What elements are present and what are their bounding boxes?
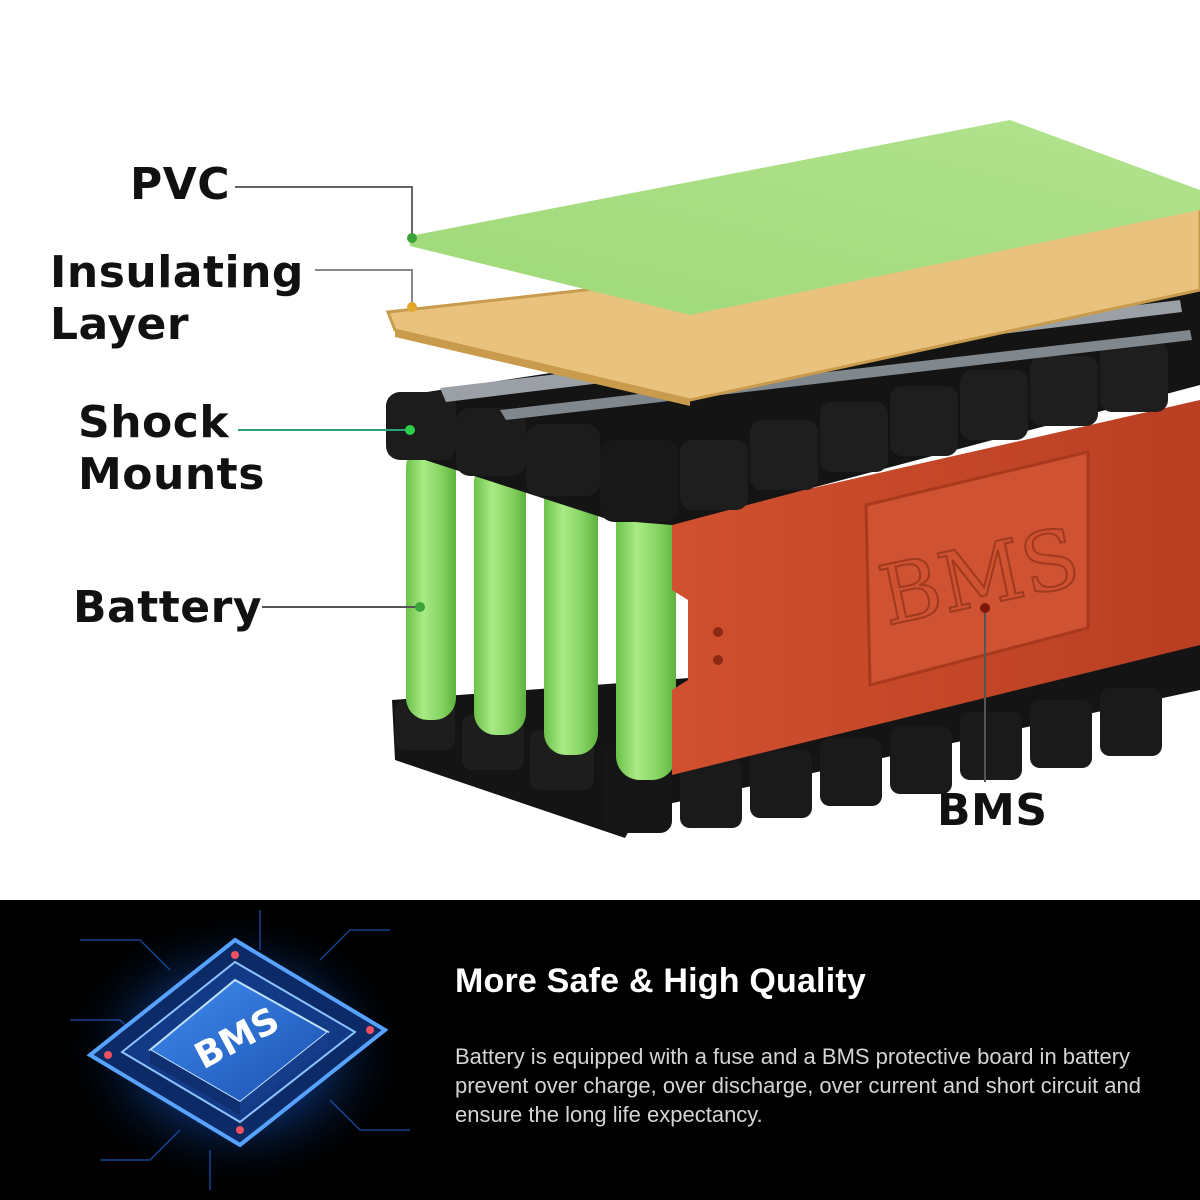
callout-shock-mounts: Shock Mounts bbox=[78, 397, 265, 501]
cell-2 bbox=[474, 460, 526, 735]
battery-pack-diagram: BMS bbox=[235, 120, 1200, 838]
callout-battery-text: Battery bbox=[73, 582, 263, 633]
callout-insulating-line1: Insulating bbox=[50, 247, 304, 298]
cell-1 bbox=[406, 445, 456, 720]
callout-insulating-line2: Layer bbox=[50, 299, 190, 351]
pvc-leader bbox=[235, 186, 413, 237]
cell-4 bbox=[616, 490, 676, 780]
info-title: More Safe & High Quality bbox=[455, 962, 866, 1000]
pvc-layer bbox=[410, 120, 1200, 315]
leader-lines bbox=[235, 186, 990, 782]
callout-shock-line2: Mounts bbox=[78, 449, 265, 501]
callout-pvc-text: PVC bbox=[130, 159, 231, 210]
callout-pvc: PVC bbox=[130, 159, 231, 210]
callout-bms-text: BMS bbox=[937, 785, 1048, 836]
battery-cells bbox=[406, 445, 676, 780]
callout-insulating-layer: Insulating Layer bbox=[50, 247, 304, 351]
cell-3 bbox=[544, 475, 598, 755]
info-body: Battery is equipped with a fuse and a BM… bbox=[455, 1044, 1142, 1127]
info-panel: BMS More Safe & High Quality Battery is … bbox=[0, 900, 1200, 1200]
bms-chip-illustration: BMS bbox=[60, 910, 410, 1190]
insulating-leader bbox=[315, 269, 413, 307]
callout-battery: Battery bbox=[73, 582, 263, 633]
bms-board: BMS bbox=[864, 450, 1090, 687]
callout-shock-line1: Shock bbox=[78, 397, 230, 448]
callout-bms: BMS bbox=[937, 785, 1048, 836]
